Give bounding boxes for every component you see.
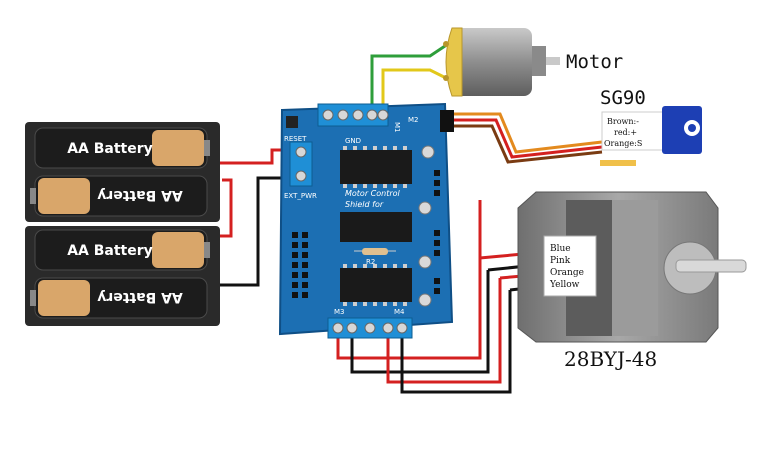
m4-black-wire <box>400 290 512 394</box>
servo-wire-label-1: Brown:- <box>607 117 639 126</box>
servo-wire-label-2: red:+ <box>614 128 637 137</box>
m4-label: M4 <box>394 308 405 316</box>
servo-sg90 <box>600 106 702 166</box>
battery-label-4: AA Battery <box>97 289 183 305</box>
servo-orange-wire <box>452 112 603 154</box>
stepper-motor <box>517 191 747 343</box>
motor-shield-board: M1 GND RESET EXT_PWR Motor Control Shiel… <box>278 102 454 339</box>
servo-brown-wire <box>452 124 603 164</box>
m1-label: M1 <box>393 122 401 133</box>
stepper-wire-label-1: Blue <box>550 244 571 254</box>
stepper-connector <box>543 235 597 297</box>
battery-label-1: AA Battery <box>67 141 153 157</box>
reset-button <box>286 116 298 128</box>
capacitor-4 <box>418 293 432 307</box>
capacitor-3 <box>418 255 432 269</box>
chip-1 <box>340 150 412 184</box>
m2-label: M2 <box>408 116 419 124</box>
stepper-wire-label-2: Pink <box>550 256 571 266</box>
board-text-line-1: Motor Control <box>345 189 401 198</box>
reset-label: RESET <box>284 135 307 143</box>
servo-red-wire <box>452 118 603 159</box>
m3-label: M3 <box>334 308 345 316</box>
servo-label: SG90 <box>600 87 646 109</box>
servo-wire-label-3: Orange:S <box>604 139 642 148</box>
battery-label-2: AA Battery <box>97 187 183 203</box>
battery-pack-bottom: AA Battery AA Battery <box>25 226 220 326</box>
chip-3 <box>340 268 412 302</box>
header-pins-right <box>434 170 440 294</box>
header-pins-left <box>292 232 308 298</box>
battery-label-3: AA Battery <box>67 243 153 259</box>
stepper-wire-label-3: Orange <box>550 268 584 278</box>
stepper-label: 28BYJ-48 <box>564 347 657 371</box>
dc-motor <box>443 27 560 97</box>
battery-link-red-wire <box>220 178 233 238</box>
motor-yellow-wire <box>381 68 447 112</box>
motor-green-wire <box>370 42 449 112</box>
resistor-r2 <box>362 248 388 255</box>
power-terminal <box>289 141 313 187</box>
capacitor-1 <box>421 145 435 159</box>
gnd-label: GND <box>345 137 361 145</box>
ext-pwr-label: EXT_PWR <box>284 192 317 200</box>
r2-label: R2 <box>366 258 375 266</box>
wires <box>218 42 603 394</box>
servo-header <box>440 110 454 132</box>
board-text-line-2: Shield for <box>345 200 384 209</box>
motor-label: Motor <box>566 51 623 73</box>
stepper-wire-label-4: Yellow <box>549 280 580 290</box>
capacitor-2 <box>418 201 432 215</box>
m3-black-wire <box>350 270 490 374</box>
m3-red-wire <box>336 258 482 360</box>
battery-pack-top: AA Battery AA Battery <box>25 122 220 222</box>
chip-2 <box>340 212 412 242</box>
m4-red-wire <box>386 278 502 384</box>
